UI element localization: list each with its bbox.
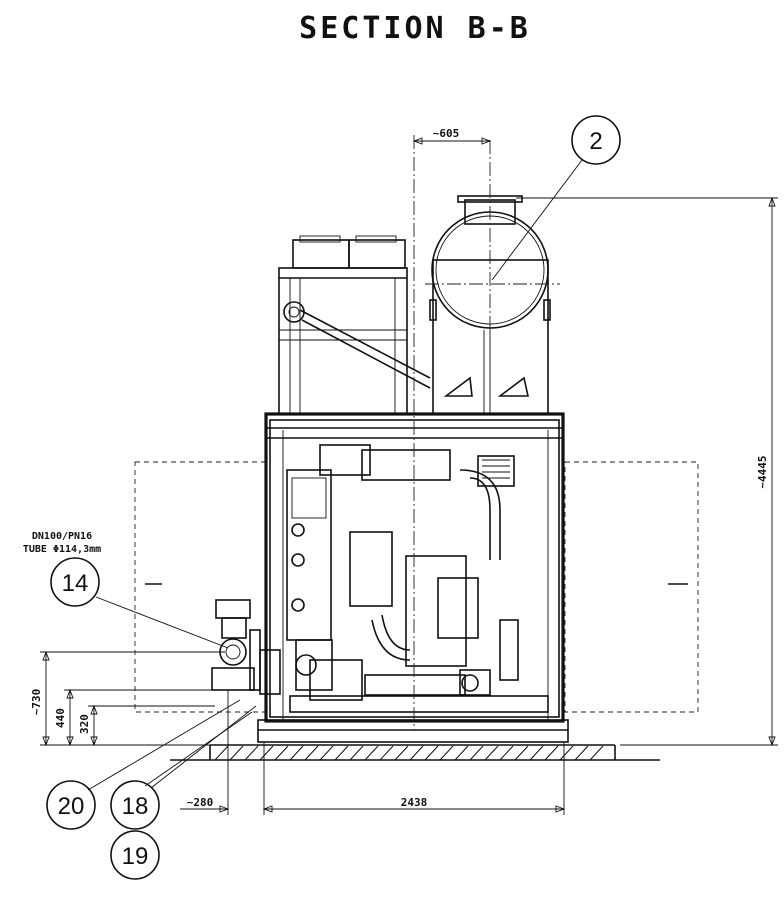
balloon-19: 19 bbox=[110, 830, 160, 880]
pipe-note-line1: DN100/PN16 bbox=[32, 531, 92, 542]
dim-left-offset: ~280 bbox=[187, 796, 214, 809]
dimensions bbox=[40, 137, 778, 815]
dim-730: ~730 bbox=[30, 689, 43, 716]
pump-assembly bbox=[211, 599, 281, 695]
container bbox=[257, 412, 569, 743]
leader-lines bbox=[87, 159, 583, 791]
svg-text:18: 18 bbox=[122, 793, 149, 820]
silencer bbox=[425, 195, 560, 415]
svg-text:20: 20 bbox=[58, 793, 85, 820]
dim-overall-height: ~4445 bbox=[756, 455, 769, 488]
balloon-14: 14 bbox=[50, 557, 100, 607]
foundation bbox=[170, 744, 660, 761]
svg-text:14: 14 bbox=[62, 570, 89, 597]
balloon-2: 2 bbox=[571, 115, 621, 165]
svg-text:19: 19 bbox=[122, 843, 149, 870]
dim-440: 440 bbox=[54, 708, 67, 728]
engine-assembly bbox=[286, 135, 549, 730]
svg-text:2: 2 bbox=[589, 128, 602, 155]
dim-top-width: ~605 bbox=[433, 127, 460, 140]
pipe-note-line2: TUBE Φ114,3mm bbox=[23, 544, 101, 555]
dim-320: 320 bbox=[78, 714, 91, 734]
drawing-title: SECTION B-B bbox=[299, 11, 531, 46]
roof-frame bbox=[278, 235, 431, 415]
balloon-18: 18 bbox=[110, 780, 160, 830]
dim-base-width: 2438 bbox=[401, 796, 428, 809]
balloon-20: 20 bbox=[46, 780, 96, 830]
